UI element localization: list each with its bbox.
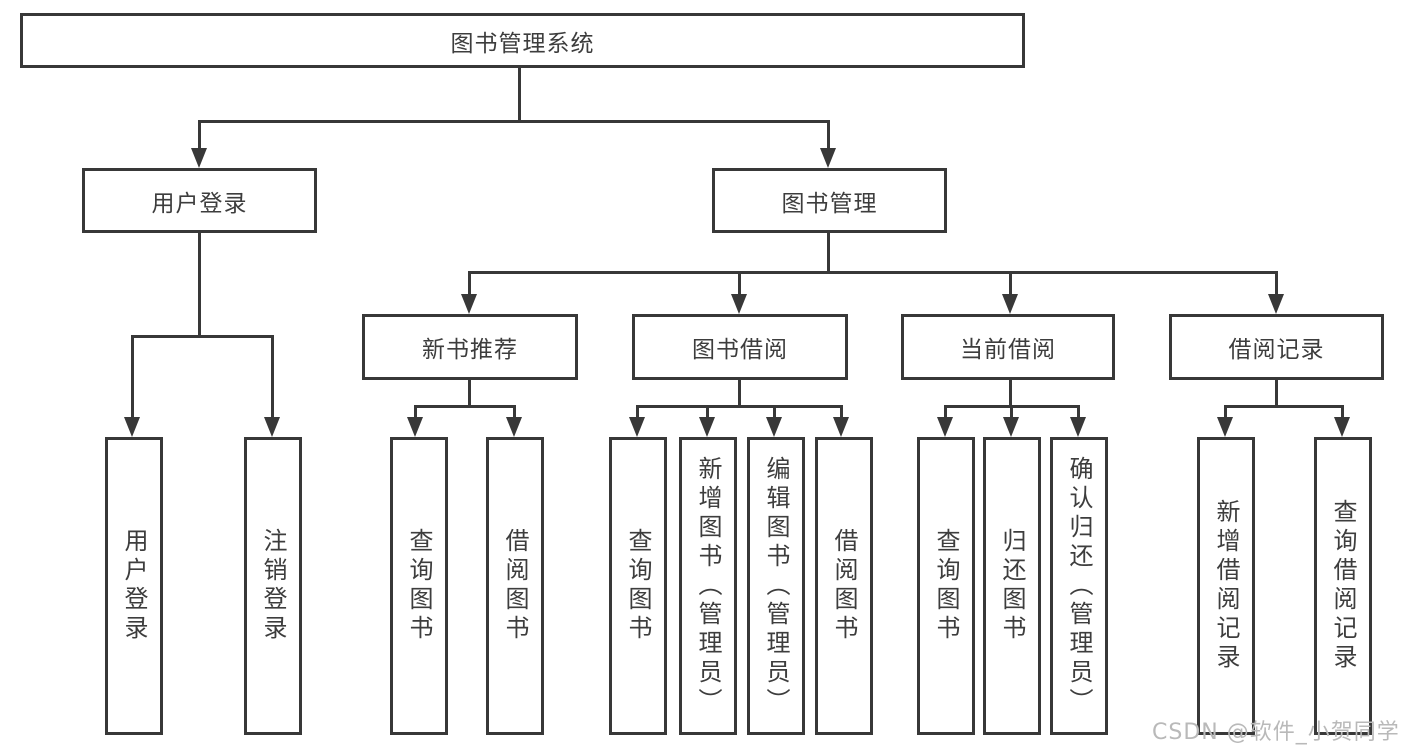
connector-line [198,233,201,338]
leaf-add-book-admin: 新增图书（管理员） [679,437,737,735]
node-user-login: 用户登录 [82,168,317,233]
arrow-down-icon [629,417,645,437]
arrow-down-icon [833,417,849,437]
arrow-down-icon [766,417,782,437]
connector-line [518,68,521,122]
arrow-down-icon [191,148,207,168]
node-book-management-label: 图书管理 [781,190,878,217]
connector-line [827,120,830,150]
leaf-edit-book-admin: 编辑图书（管理员） [747,437,805,735]
leaf-query-book-recommend: 查询图书 [390,437,448,735]
connector-line [840,405,843,421]
arrow-down-icon [407,417,423,437]
connector-line [944,405,947,421]
arrow-down-icon [264,417,280,437]
leaf-borrow-book-recommend-label: 借阅图书 [501,528,529,644]
leaf-confirm-return-admin-label: 确认归还（管理员） [1065,455,1093,717]
leaf-edit-book-admin-label: 编辑图书（管理员） [762,455,790,717]
arrow-down-icon [820,148,836,168]
arrow-down-icon [1268,294,1284,314]
connector-line [1077,405,1080,421]
node-root-label: 图书管理系统 [450,30,595,57]
leaf-user-login-label: 用户登录 [120,528,148,644]
leaf-return-book-label: 归还图书 [998,528,1026,644]
arrow-down-icon [124,417,140,437]
connector-line [1275,271,1278,296]
leaf-query-book-current: 查询图书 [917,437,975,735]
connector-line [414,405,417,421]
leaf-query-borrow-record: 查询借阅记录 [1314,437,1372,735]
connector-line [636,405,843,408]
connector-line [198,120,201,150]
leaf-add-borrow-record-label: 新增借阅记录 [1212,499,1240,673]
node-root: 图书管理系统 [20,13,1025,68]
node-borrow-records-label: 借阅记录 [1228,337,1325,363]
arrow-down-icon [1334,417,1350,437]
connector-line [1275,380,1278,408]
node-book-borrow-label: 图书借阅 [692,337,788,363]
node-current-borrow: 当前借阅 [901,314,1115,380]
connector-line [636,405,639,421]
leaf-borrow-book-recommend: 借阅图书 [486,437,544,735]
connector-line [468,271,471,296]
leaf-add-book-admin-label: 新增图书（管理员） [694,455,722,717]
leaf-query-book-borrow: 查询图书 [609,437,667,735]
connector-line [827,233,830,273]
leaf-query-book-current-label: 查询图书 [932,528,960,644]
leaf-user-login: 用户登录 [105,437,163,735]
connector-line [198,120,830,123]
arrow-down-icon [506,417,522,437]
arrow-down-icon [699,417,715,437]
connector-line [1341,405,1344,421]
arrow-down-icon [1002,294,1018,314]
leaf-borrow-book-borrow: 借阅图书 [815,437,873,735]
csdn-watermark: CSDN @软件_小贺同学 [1152,720,1400,745]
arrow-down-icon [937,417,953,437]
connector-line [1009,380,1012,408]
connector-line [1224,405,1227,421]
node-new-book-recommend: 新书推荐 [362,314,578,380]
arrow-down-icon [1003,417,1019,437]
connector-line [1010,405,1013,421]
leaf-query-book-borrow-label: 查询图书 [624,528,652,644]
connector-line [131,335,134,419]
arrow-down-icon [1070,417,1086,437]
leaf-logout: 注销登录 [244,437,302,735]
connector-line [468,380,471,408]
node-new-book-recommend-label: 新书推荐 [422,337,518,363]
leaf-query-borrow-record-label: 查询借阅记录 [1329,499,1357,673]
node-book-borrow: 图书借阅 [632,314,848,380]
leaf-borrow-book-borrow-label: 借阅图书 [830,528,858,644]
node-current-borrow-label: 当前借阅 [960,337,1056,363]
node-user-login-label: 用户登录 [151,190,248,217]
connector-line [1009,271,1012,296]
arrow-down-icon [1217,417,1233,437]
connector-line [773,405,776,421]
arrow-down-icon [731,294,747,314]
leaf-return-book: 归还图书 [983,437,1041,735]
node-book-management: 图书管理 [712,168,947,233]
connector-line [468,271,1278,274]
connector-line [513,405,516,421]
arrow-down-icon [461,294,477,314]
leaf-logout-label: 注销登录 [259,528,287,644]
leaf-confirm-return-admin: 确认归还（管理员） [1050,437,1108,735]
connector-line [414,405,516,408]
connector-line [1224,405,1343,408]
leaf-query-book-recommend-label: 查询图书 [405,528,433,644]
connector-line [271,335,274,419]
connector-line [706,405,709,421]
connector-line [738,380,741,408]
node-borrow-records: 借阅记录 [1169,314,1384,380]
connector-line [738,271,741,296]
leaf-add-borrow-record: 新增借阅记录 [1197,437,1255,735]
connector-line [131,335,274,338]
